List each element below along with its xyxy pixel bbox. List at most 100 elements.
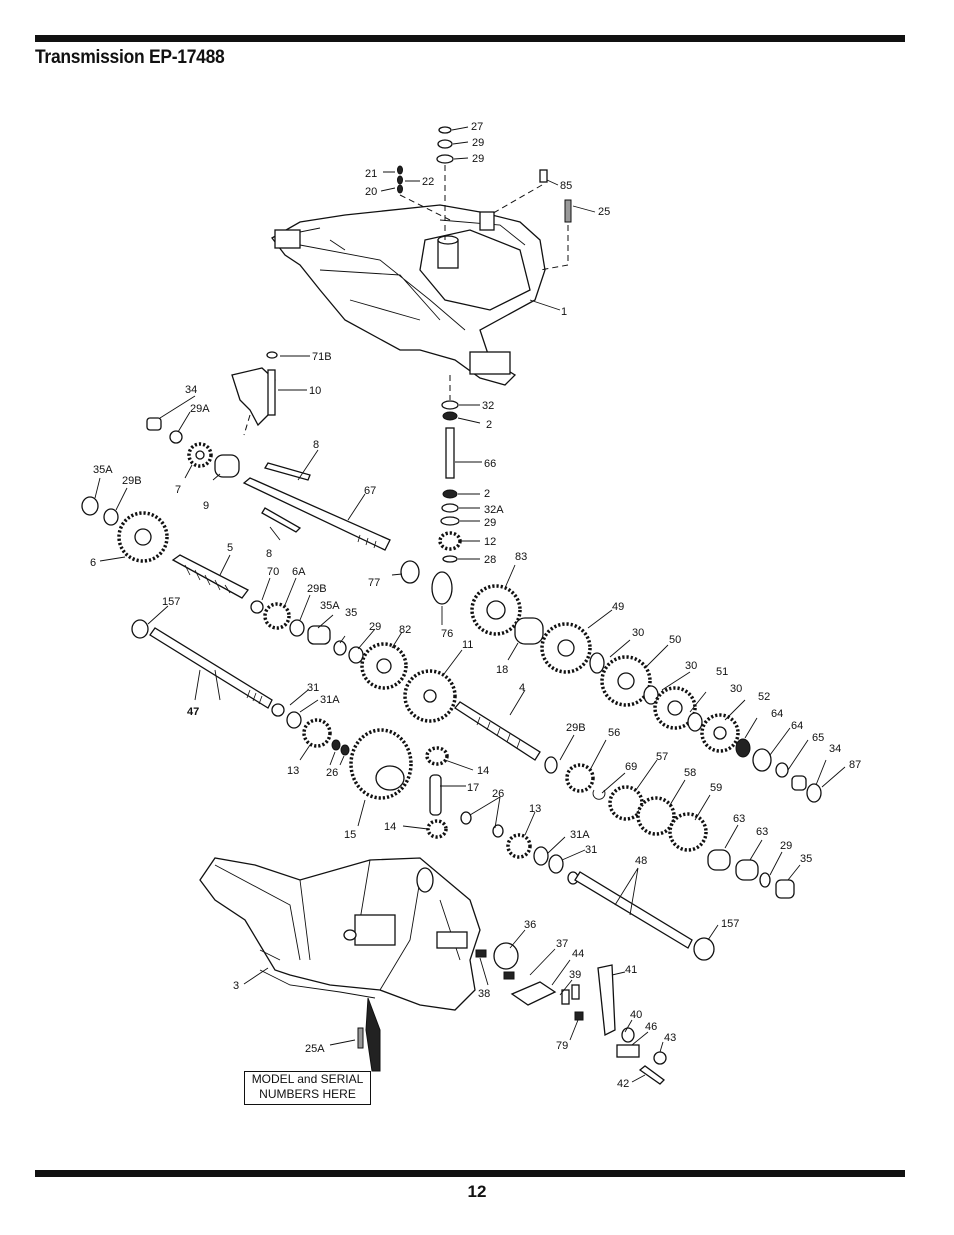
callout: 14 [384,821,396,833]
callout: 64 [771,708,783,720]
callout: 13 [529,803,541,815]
callout: 57 [656,751,668,763]
right-gear-stack [540,622,822,803]
callout: 63 [756,826,768,838]
callout: 27 [471,121,483,133]
callout: 9 [203,500,209,512]
callout: 87 [849,759,861,771]
callout: 20 [365,186,377,198]
callout: 34 [829,743,841,755]
callout: 76 [441,628,453,640]
callout: 51 [716,666,728,678]
callout: 83 [515,551,527,563]
shaft-67 [242,462,391,551]
callout: 79 [556,1040,568,1052]
callout: 11 [462,639,473,651]
callout: 47 [187,706,199,718]
callout: 35A [93,464,113,476]
callout: 37 [556,938,568,950]
callout: 6A [292,566,306,578]
callout: 21 [365,168,377,180]
callout: 36 [524,919,536,931]
callout: 42 [617,1078,629,1090]
callout: 10 [309,385,321,397]
callout: 35A [320,600,340,612]
callout: 59 [710,782,722,794]
callout: 49 [612,601,624,613]
callout: 7 [175,484,181,496]
callout: 40 [630,1009,642,1021]
callout-labels: 27 29 29 21 22 20 85 25 1 71B 10 34 29A … [90,121,861,1090]
bushings-63 [707,849,795,899]
page-number: 12 [467,1182,487,1201]
callout: 34 [185,384,197,396]
callout: 29 [369,621,381,633]
callout: 14 [477,765,489,777]
gear-83 [470,584,544,645]
callout: 8 [313,439,319,451]
leader-lines [94,126,846,1083]
washers-77-76 [400,560,453,605]
callout: 31 [307,682,319,694]
callout: 52 [758,691,770,703]
callout: 29 [484,517,496,529]
callout: 2 [484,488,490,500]
callout: 25 [598,206,610,218]
callout: 8 [266,548,272,560]
mid-left-cluster [250,600,364,664]
callout: 30 [730,683,742,695]
callout: 31A [320,694,340,706]
lower-housing [199,857,481,1011]
callout: 29 [780,840,792,852]
callout: 43 [664,1032,676,1044]
callout: 31 [585,844,597,856]
shift-fork [231,351,278,436]
label-line-1: MODEL and SERIAL [251,1072,364,1086]
callout: 70 [267,566,279,578]
label-line-2: NUMBERS HERE [259,1087,356,1101]
callout: 5 [227,542,233,554]
callout: 13 [287,765,299,777]
callout: 38 [478,988,490,1000]
callout: 71B [312,351,332,363]
bevel-gears [360,642,457,723]
callout: 18 [496,664,508,676]
callout: 39 [569,969,581,981]
callout: 65 [812,732,824,744]
callout: 157 [162,596,180,608]
left-gears-cluster [81,417,249,599]
callout: 35 [800,853,812,865]
callout: 66 [484,458,496,470]
callout: 4 [519,682,525,694]
callout: 26 [326,767,338,779]
header-rule [35,35,905,42]
callout: 3 [233,980,239,992]
model-serial-label: MODEL and SERIAL NUMBERS HERE [244,1071,371,1105]
callout: 67 [364,485,376,497]
callout: 32A [484,504,504,516]
page-title: Transmission EP-17488 [35,47,225,68]
callout: 29 [472,153,484,165]
callout: 77 [368,577,380,589]
axle-47 [131,619,302,729]
callout: 29B [122,475,142,487]
callout: 15 [344,829,356,841]
callout: 46 [645,1021,657,1033]
callout: 35 [345,607,357,619]
callout: 58 [684,767,696,779]
callout: 29B [307,583,327,595]
callout: 17 [467,782,479,794]
callout: 29A [190,403,210,415]
differential-gears [302,718,564,874]
callout: 2 [486,419,492,431]
shaft-48 [567,871,715,961]
callout: 30 [685,660,697,672]
callout: 29B [566,722,586,734]
footer-rule [35,1170,905,1177]
shaft-4 [454,701,541,761]
callout: 69 [625,761,637,773]
callout: 85 [560,180,572,192]
callout: 12 [484,536,496,548]
callout: 63 [733,813,745,825]
